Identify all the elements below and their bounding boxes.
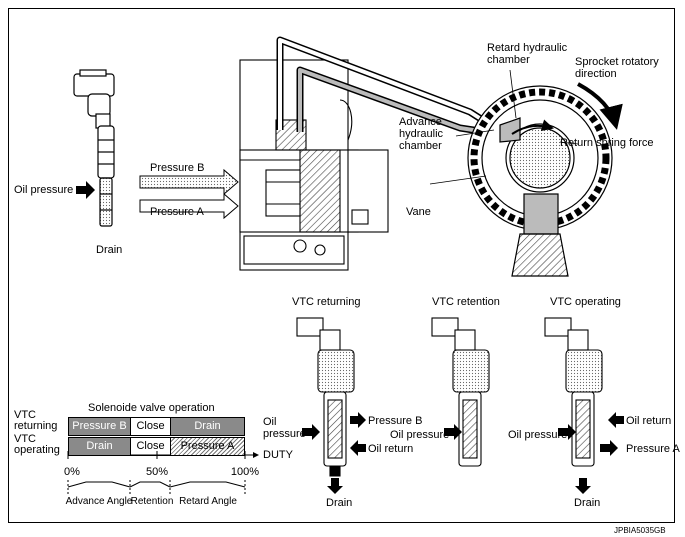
returning-drain-label: Drain xyxy=(326,497,353,509)
pressure-b-arrow xyxy=(139,168,239,196)
top-solenoid-valve xyxy=(73,69,115,227)
sprocket-direction-label: Sprocket rotatory direction xyxy=(575,56,659,80)
vtc-retention-title: VTC retention xyxy=(432,296,500,308)
retard-chamber-label: Retard hydraulic chamber xyxy=(487,42,568,66)
row2-cell-3: Pressure A xyxy=(171,438,244,455)
operating-pressure-a-label: Pressure A xyxy=(626,443,680,455)
pressure-a-top-label: Pressure A xyxy=(150,206,204,218)
duty-label: DUTY xyxy=(263,449,293,461)
row2-label: VTC operating xyxy=(14,433,60,456)
table-title: Solenoide valve operation xyxy=(88,402,215,414)
return-spring-arrow xyxy=(511,119,554,135)
pressure-a-arrow xyxy=(139,192,239,220)
vtc-operating-title: VTC operating xyxy=(550,296,621,308)
diagram-frame xyxy=(8,8,675,523)
pressure-b-top-label: Pressure B xyxy=(150,162,205,174)
advance-chamber-label: Advance hydraulic chamber xyxy=(399,116,444,152)
valve-returning xyxy=(296,317,355,477)
returning-pressure-b-label: Pressure B xyxy=(368,415,423,427)
operating-drain-label: Drain xyxy=(574,497,601,509)
valve-operating xyxy=(544,317,603,467)
vtc-sprocket xyxy=(467,85,613,277)
row2-cell-2: Close xyxy=(131,438,171,455)
sprocket-direction-arrow xyxy=(577,82,623,130)
row2-cell-1: Drain xyxy=(69,438,131,455)
range-retard: Retard Angle xyxy=(179,496,237,507)
returning-oil-return-label: Oil return xyxy=(368,443,414,455)
tick-100: 100% xyxy=(230,466,260,478)
tick-0: 0% xyxy=(64,466,80,478)
table-row-operating: Drain Close Pressure A xyxy=(68,437,245,456)
return-spring-label: Return spring force xyxy=(560,137,654,149)
row1-cell-3: Drain xyxy=(171,418,244,435)
range-advance: Advance Angle xyxy=(65,496,133,507)
valve-retention xyxy=(431,317,490,467)
leader-lines xyxy=(429,69,579,185)
table-row-returning: Pressure B Close Drain xyxy=(68,417,245,436)
row1-cell-1: Pressure B xyxy=(69,418,131,435)
camshaft-assembly xyxy=(239,59,389,271)
operating-oil-return-label: Oil return xyxy=(626,415,672,427)
oil-pressure-top-label: Oil pressure xyxy=(14,184,74,196)
lower-arrows xyxy=(302,412,624,494)
operating-oil-pressure-label: Oil pressure xyxy=(508,429,568,441)
oil-pressure-arrow-top xyxy=(76,181,95,199)
vtc-returning-title: VTC returning xyxy=(292,296,361,308)
returning-oil-pressure-label: Oil pressure xyxy=(263,416,306,440)
tick-50: 50% xyxy=(145,466,169,478)
range-retention: Retention xyxy=(130,496,174,507)
figure-id: JPBIA5035GB xyxy=(614,526,666,535)
row1-cell-2: Close xyxy=(131,418,171,435)
retention-oil-pressure-label: Oil pressure xyxy=(390,429,450,441)
drain-top-label: Drain xyxy=(96,244,123,256)
row1-label: VTC returning xyxy=(14,409,58,432)
vane-label: Vane xyxy=(406,206,431,218)
